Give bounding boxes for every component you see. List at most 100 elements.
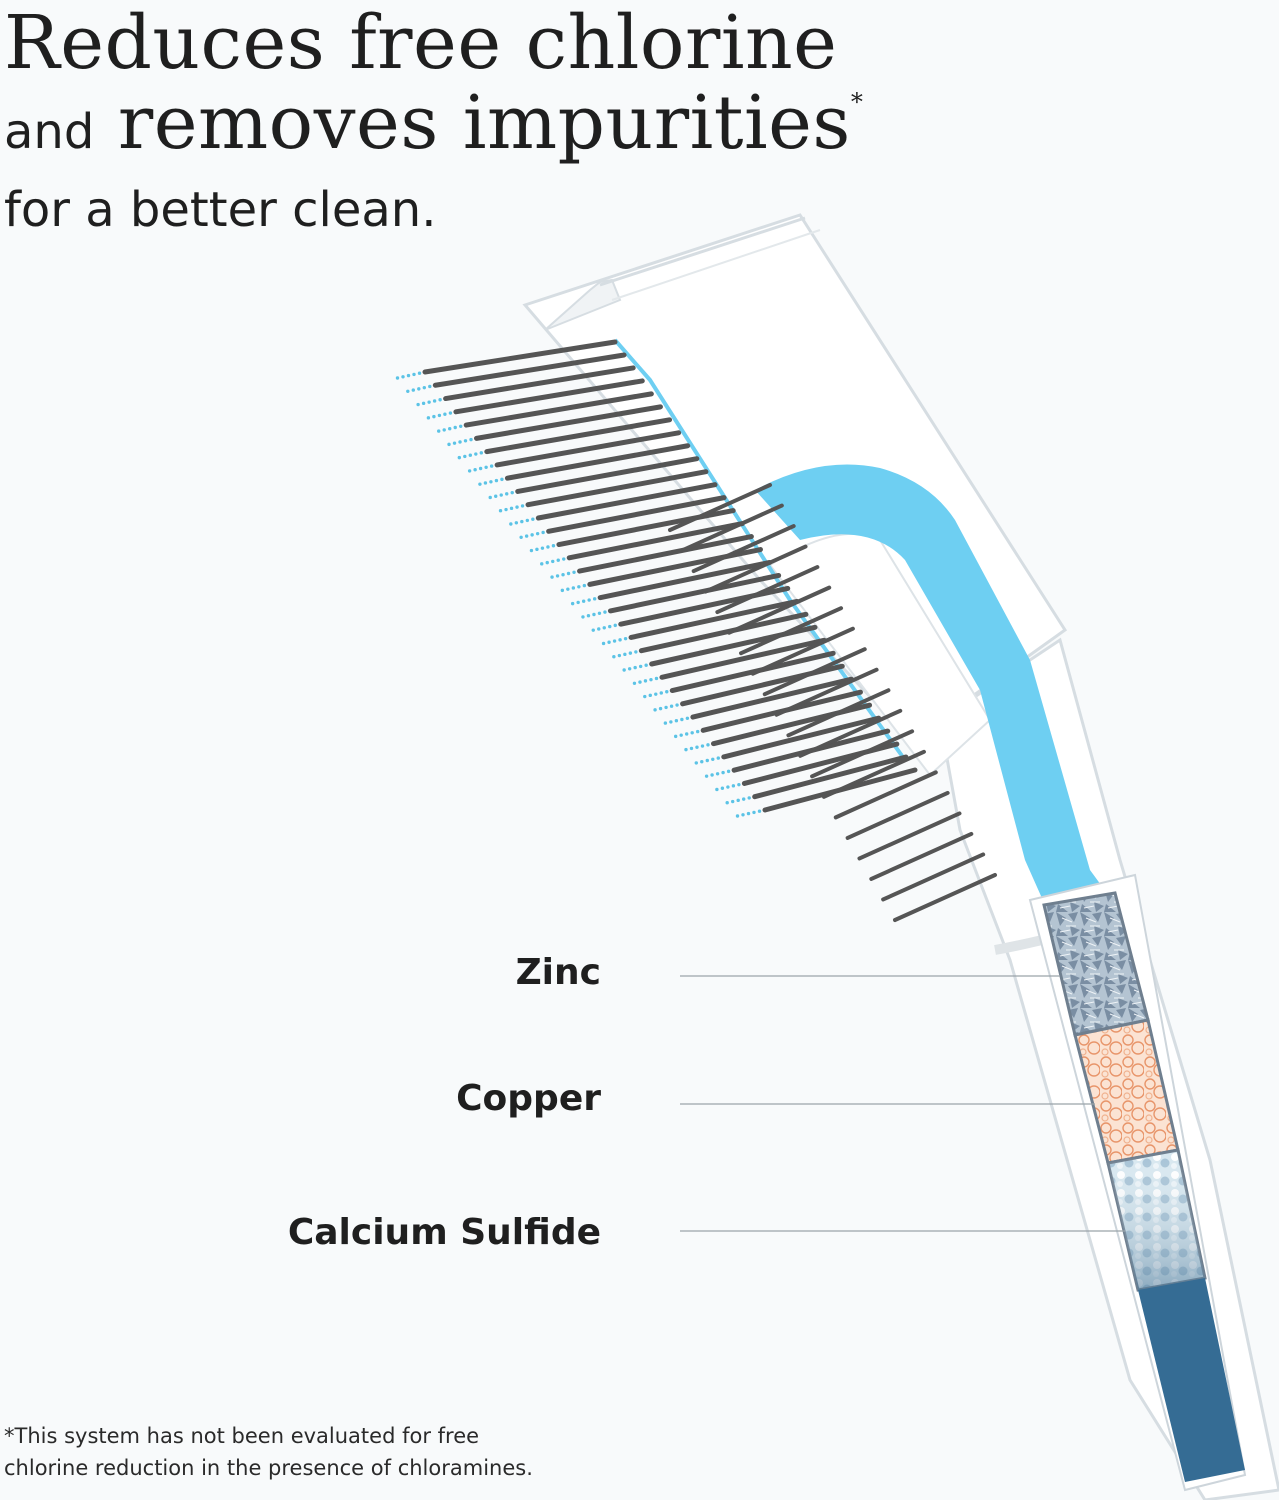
spray-dot bbox=[463, 454, 467, 459]
nozzle-line bbox=[484, 417, 673, 455]
spray-dot bbox=[448, 426, 452, 431]
nozzle-line bbox=[893, 873, 997, 922]
spray-dot bbox=[437, 429, 441, 433]
spray-dot bbox=[654, 676, 659, 681]
spray-dot bbox=[710, 773, 714, 777]
spray-dot bbox=[458, 440, 462, 444]
spray-dot bbox=[586, 614, 591, 618]
nozzle-line bbox=[607, 572, 782, 614]
spray-dot bbox=[488, 495, 492, 500]
nozzle-line bbox=[535, 482, 718, 521]
spray-dot bbox=[597, 611, 602, 616]
spray-dot bbox=[581, 615, 585, 619]
spray-dot bbox=[484, 465, 488, 470]
spray-dot bbox=[524, 534, 529, 538]
spray-dot bbox=[556, 558, 560, 562]
label-copper: Copper bbox=[456, 1078, 601, 1119]
spray-dot bbox=[546, 545, 550, 549]
spray-dot bbox=[591, 628, 595, 632]
spray-dot bbox=[395, 376, 400, 380]
spray-dot bbox=[421, 401, 426, 406]
spray-dot bbox=[726, 785, 730, 789]
spray-dot bbox=[700, 760, 704, 764]
spray-dot bbox=[562, 557, 566, 561]
spray-dot bbox=[700, 744, 705, 748]
spray-dot bbox=[715, 772, 720, 776]
spray-dot bbox=[540, 546, 545, 550]
headline-removes-impurities: removes impurities bbox=[117, 80, 851, 166]
nozzle-line bbox=[798, 708, 903, 758]
spray-dot bbox=[694, 761, 698, 765]
spray-dot bbox=[581, 599, 586, 603]
spray-dot bbox=[716, 756, 720, 760]
spray-dot bbox=[428, 384, 432, 389]
spray-dot bbox=[658, 706, 663, 711]
spray-dot bbox=[618, 638, 622, 642]
nozzle-line bbox=[668, 483, 772, 532]
spray-dot bbox=[643, 679, 648, 683]
spray-dot bbox=[633, 665, 637, 670]
spray-dot bbox=[665, 690, 669, 694]
nozzle-line bbox=[845, 790, 950, 840]
spray-dot bbox=[706, 743, 710, 747]
spray-dot bbox=[540, 562, 544, 566]
spray-dot bbox=[438, 398, 442, 402]
spray-dot bbox=[560, 588, 565, 593]
spray-dot bbox=[529, 548, 534, 553]
spray-dot bbox=[741, 813, 745, 817]
headline-line-1: Reduces free chlorine bbox=[4, 0, 838, 86]
spray-dot bbox=[576, 600, 580, 605]
spray-dot bbox=[561, 572, 565, 577]
spray-dot bbox=[673, 734, 678, 739]
spray-dot bbox=[500, 477, 504, 482]
spray-dot bbox=[612, 639, 617, 643]
spray-dot bbox=[592, 612, 596, 617]
spray-dot bbox=[478, 482, 482, 486]
spray-dot bbox=[607, 640, 611, 644]
spray-dot bbox=[406, 373, 411, 378]
spray-dot bbox=[737, 782, 741, 787]
spray-dot bbox=[632, 681, 637, 685]
spray-dot bbox=[684, 732, 689, 736]
spray-dot bbox=[467, 469, 472, 473]
spray-dot bbox=[725, 801, 729, 805]
spray-dot bbox=[417, 387, 421, 391]
spray-dot bbox=[674, 718, 679, 723]
spray-dot bbox=[520, 504, 525, 508]
nozzle-line bbox=[703, 544, 808, 594]
nozzle-line bbox=[715, 565, 820, 615]
nozzle-line bbox=[525, 469, 709, 508]
nozzle-line bbox=[739, 606, 844, 656]
label-zinc: Zinc bbox=[515, 952, 601, 993]
spray-dot bbox=[704, 774, 709, 778]
spray-dot bbox=[525, 518, 530, 523]
spray-dot bbox=[622, 668, 626, 672]
spray-dot bbox=[664, 705, 668, 710]
spray-dot bbox=[551, 559, 555, 564]
spray-dot bbox=[628, 651, 633, 655]
spray-dot bbox=[401, 375, 405, 379]
nozzle-line bbox=[690, 676, 854, 720]
spray-dot bbox=[726, 769, 731, 774]
spray-dot bbox=[736, 798, 740, 803]
spray-dot bbox=[545, 560, 549, 565]
spray-dot bbox=[685, 716, 690, 720]
spray-dot bbox=[695, 729, 700, 734]
spray-dot bbox=[741, 797, 746, 801]
spray-dot bbox=[453, 425, 457, 430]
spray-dot bbox=[648, 693, 652, 698]
spray-dot bbox=[582, 583, 587, 588]
spray-dot bbox=[747, 796, 751, 800]
nozzle-lines bbox=[422, 339, 997, 922]
spray-dot bbox=[602, 626, 606, 630]
nozzle-line bbox=[691, 524, 796, 574]
spray-dot bbox=[498, 509, 503, 513]
spray-dot bbox=[478, 466, 483, 471]
spray-dot bbox=[519, 535, 523, 539]
label-calcium-sulfide: Calcium Sulfide bbox=[287, 1212, 601, 1253]
spray-dot bbox=[541, 530, 545, 535]
spray-dot bbox=[432, 399, 437, 403]
spray-dot bbox=[617, 653, 622, 658]
spray-dot bbox=[509, 506, 514, 511]
spray-dot bbox=[572, 570, 576, 574]
